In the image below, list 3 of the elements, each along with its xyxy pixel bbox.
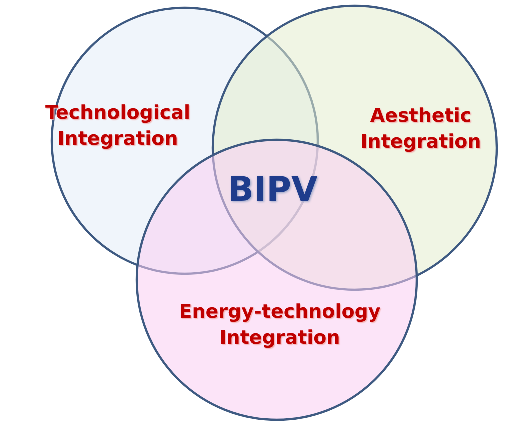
center-label: BIPV: [228, 170, 318, 210]
circle-label: Energy-technology Integration: [178, 300, 382, 351]
circle-label: Aesthetic Integration: [360, 104, 482, 155]
